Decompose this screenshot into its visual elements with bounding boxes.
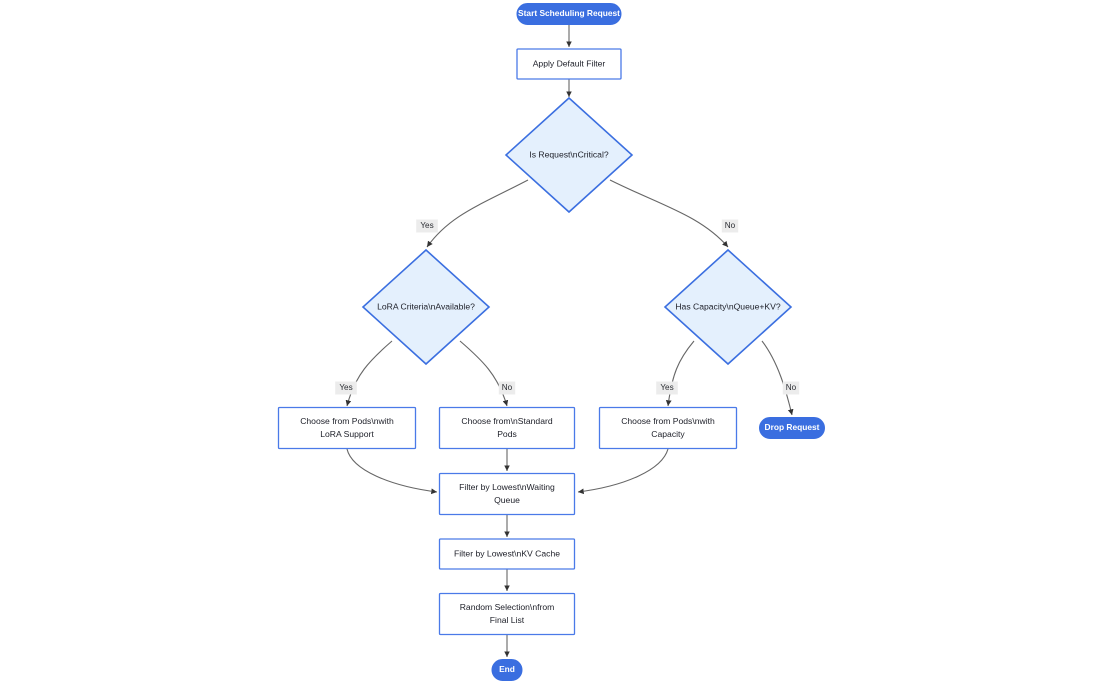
edge-label-background [416,219,438,233]
node-shape-rect [516,48,622,80]
node-label-default_filter: Apply Default Filter [533,58,606,68]
edge-label-is_critical-has_capacity: No [721,219,739,233]
node-lora_criteria[interactable]: LoRA Criteria\nAvailable? [361,248,491,366]
edge-pods_capacity-to-filter_queue [577,448,669,495]
edge-label-text: Yes [339,383,352,392]
node-drop_request[interactable]: Drop Request [759,417,825,439]
node-shape-rect [438,592,576,636]
node-is_critical[interactable]: Is Request\nCritical? [504,96,634,214]
node-label-drop_request: Drop Request [765,422,820,432]
edge-label-text: Yes [660,383,673,392]
node-label-random_selection: Random Selection\nfrom [460,602,555,612]
node-label-has_capacity: Has Capacity\nQueue+KV? [675,301,781,311]
edge-label-background [782,381,800,395]
node-shape-diamond [361,248,491,366]
node-filter_kv[interactable]: Filter by Lowest\nKV Cache [438,538,576,570]
node-shape-rect [438,472,576,516]
edge-is_critical-to-has_capacity [609,179,729,248]
node-label-end: End [499,664,515,674]
node-label-filter_kv: Filter by Lowest\nKV Cache [454,548,560,558]
node-shape-diamond [504,96,634,214]
edge-label-has_capacity-drop_request: No [782,381,800,395]
edge-label-has_capacity-pods_capacity: Yes [656,381,678,395]
edge-pods_lora-to-filter_queue [346,448,438,495]
edge-label-lora_criteria-pods_lora: Yes [335,381,357,395]
edge-label-is_critical-lora_criteria: Yes [416,219,438,233]
node-label-is_critical: Is Request\nCritical? [529,149,609,159]
edge-lora_criteria-to-pods_standard [459,340,509,407]
node-shape-rect [277,406,417,450]
node-label-lora_criteria: LoRA Criteria\nAvailable? [377,301,475,311]
edge-label-background [498,381,516,395]
node-shape-stadium [759,417,825,439]
node-label-filter_queue: Queue [494,495,520,505]
edge-label-background [721,219,739,233]
node-start[interactable]: Start Scheduling Request [516,3,622,25]
node-label-pods_lora: Choose from Pods\nwith [300,416,394,426]
edge-label-text: No [786,383,797,392]
edge-layer [345,25,794,658]
node-label-filter_queue: Filter by Lowest\nWaiting [459,482,555,492]
node-label-pods_capacity: Capacity [651,429,685,439]
node-shape-stadium [516,3,622,25]
edge-label-background [335,381,357,395]
node-shape-rect [438,406,576,450]
node-shape-stadium [491,659,523,681]
edge-has_capacity-to-pods_capacity [665,340,695,407]
node-shape-rect [598,406,738,450]
node-label-random_selection: Final List [490,615,525,625]
node-label-start: Start Scheduling Request [518,8,620,18]
node-label-pods_standard: Choose from\nStandard [461,416,552,426]
edge-has_capacity-to-drop_request [761,340,794,416]
node-shape-diamond [663,248,793,366]
node-label-pods_capacity: Choose from Pods\nwith [621,416,715,426]
edge-label-text: Yes [420,221,433,230]
node-label-pods_standard: Pods [497,429,517,439]
node-end[interactable]: End [491,659,523,681]
edge-label-background [656,381,678,395]
edge-label-lora_criteria-pods_standard: No [498,381,516,395]
node-label-pods_lora: LoRA Support [320,429,374,439]
node-default_filter[interactable]: Apply Default Filter [516,48,622,80]
node-shape-rect [438,538,576,570]
edge-is_critical-to-lora_criteria [426,179,529,248]
edge-label-text: No [502,383,513,392]
node-has_capacity[interactable]: Has Capacity\nQueue+KV? [663,248,793,366]
edge-label-text: No [725,221,736,230]
edge-lora_criteria-to-pods_lora [345,340,393,407]
